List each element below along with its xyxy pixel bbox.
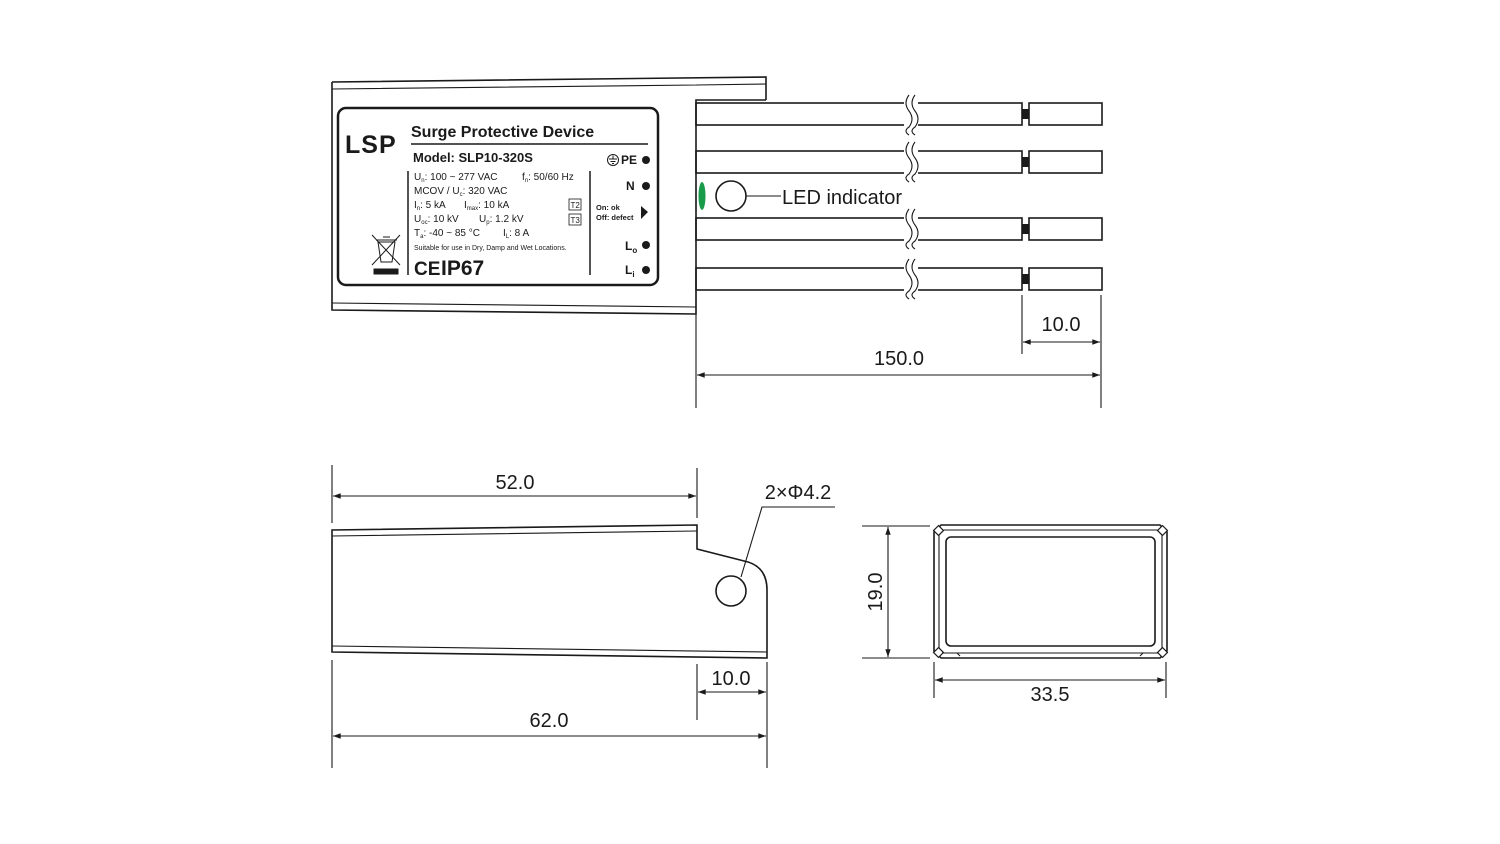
ce-mark: CE	[414, 259, 440, 280]
hole-leader	[740, 506, 835, 578]
badge-t3: T3	[571, 216, 581, 225]
spec-in: In: 5 kA	[414, 200, 446, 212]
led-indicator	[698, 182, 706, 210]
wire-li	[695, 267, 1103, 291]
product-label: LSP Surge Protective Device Model: SLP10…	[336, 106, 660, 287]
model-number: Model: SLP10-320S	[413, 150, 533, 165]
wire-lo	[695, 217, 1103, 241]
hole-callout: 2×Φ4.2	[765, 482, 832, 504]
end-inner-cavity	[945, 536, 1156, 647]
housing-edge	[331, 83, 767, 308]
led-indicator-callout: LED indicator	[782, 187, 902, 209]
side-view: 2×Φ4.2 52.0 10.0 62.0	[331, 465, 835, 768]
spec-ta: Ta: -40 ~ 85 °C	[414, 228, 480, 240]
earth-icon	[607, 154, 619, 166]
dim-height: 19.0	[865, 573, 887, 612]
mounting-hole	[715, 575, 747, 607]
location-note: Suitable for use in Dry, Damp and Wet Lo…	[414, 245, 567, 252]
spec-uoc: Uoc: 10 kV	[414, 214, 459, 226]
dim-width: 33.5	[1031, 684, 1070, 706]
spec-un: Un: 100 ~ 277 VAC	[414, 172, 498, 184]
brand-logo: LSP	[345, 131, 397, 159]
dim-body-length: 52.0	[496, 472, 535, 494]
wire-pe	[695, 102, 1103, 126]
spec-il: IL: 8 A	[503, 228, 529, 240]
end-view: 19.0 33.5	[862, 524, 1169, 706]
led-arrow-icon	[641, 206, 648, 219]
dim-total-length: 62.0	[530, 710, 569, 732]
dim-flange-length: 10.0	[712, 668, 751, 690]
spec-list: Un: 100 ~ 277 VAC fn: 50/60 Hz MCOV / Uc…	[414, 172, 574, 240]
side-outline	[331, 524, 768, 659]
terminal-n: N	[626, 179, 635, 193]
dim-wire-length: 150.0	[874, 348, 924, 370]
spec-fn: fn: 50/60 Hz	[522, 172, 574, 184]
terminal-li: Li	[625, 263, 635, 279]
end-outline	[933, 524, 1168, 659]
top-view: LED indicator LSP Surge Protective Devic…	[331, 76, 1103, 408]
break-marks	[904, 94, 919, 300]
badge-t2: T2	[571, 201, 581, 210]
ip-rating: IP67	[441, 257, 484, 280]
terminal-lo: Lo	[625, 239, 637, 255]
dim-strip-length: 10.0	[1042, 314, 1081, 336]
wire-n	[695, 150, 1103, 174]
spec-up: Up: 1.2 kV	[479, 214, 524, 226]
weee-bin-icon	[371, 234, 401, 275]
status-off: Off: defect	[596, 213, 634, 222]
label-title: Surge Protective Device	[411, 124, 594, 141]
spec-imax: Imax: 10 kA	[464, 200, 510, 212]
led-window	[715, 180, 747, 212]
wires	[695, 94, 1103, 300]
terminal-pe: PE	[621, 153, 637, 167]
status-on: On: ok	[596, 203, 621, 212]
spec-uc: MCOV / Uc: 320 VAC	[414, 186, 507, 198]
